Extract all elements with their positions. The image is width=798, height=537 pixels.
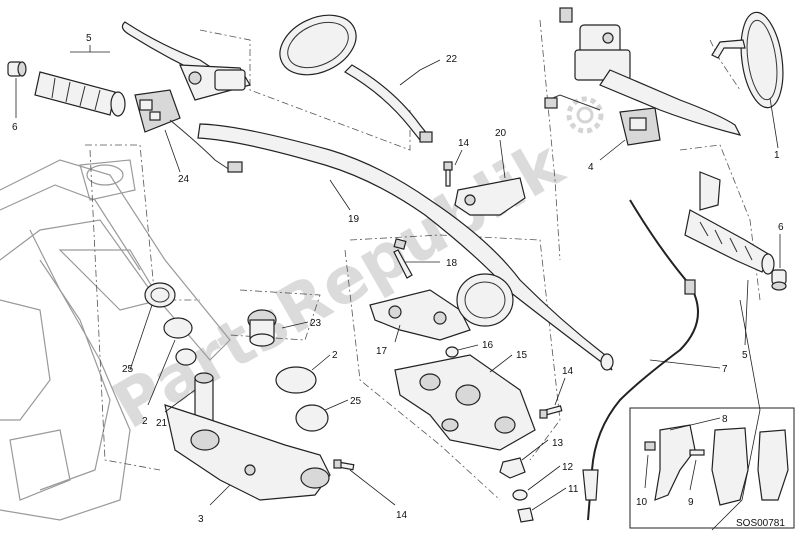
callout-16: 16 [482,340,494,351]
callout-6-left: 6 [12,122,18,133]
callout-7: 7 [722,364,728,375]
steering-head-cap [247,309,277,347]
callout-24: 24 [178,174,190,185]
callout-23: 23 [310,318,322,329]
bar-end-weight-right [771,269,787,291]
washer [445,346,459,358]
reference-code: SOS00781 [736,518,785,529]
riser-bolt [393,238,413,279]
bearing-lower [295,404,329,432]
callout-9: 9 [688,497,694,508]
callout-11: 11 [568,484,579,495]
handlebar-end [600,353,614,371]
clamp-bolt [443,161,453,187]
callout-13: 13 [552,438,564,449]
callout-14-right: 14 [562,366,574,377]
instrument-bracket [369,273,514,341]
callout-14-top: 14 [458,138,470,149]
callout-2-right: 2 [332,350,338,361]
grip-left [34,71,126,117]
mirror-right [711,11,784,109]
callout-14-bottom: 14 [396,510,408,521]
callout-19: 19 [348,214,360,225]
washer-small [512,489,528,501]
callout-17: 17 [376,346,388,357]
brake-master-cylinder [544,7,742,136]
callout-20: 20 [495,128,507,139]
callout-25-left: 25 [122,364,134,375]
switch-left [134,89,243,173]
handlebar-clamp [454,177,526,216]
frame-outline [0,159,231,521]
mirror-left [279,14,433,143]
switch-right [619,107,661,146]
callout-2-left: 2 [142,416,148,427]
steering-nut [499,457,526,479]
nut-small [517,507,534,523]
cable-adjuster [582,469,599,501]
throttle-cable [587,199,699,521]
throttle-grip-right [684,171,775,275]
callouts: 5 6 24 22 1 4 6 5 7 20 14 19 18 17 16 15… [12,33,784,525]
callout-3: 3 [198,514,204,525]
callout-4: 4 [588,162,594,173]
callout-21: 21 [156,418,168,429]
lower-clamp-bolt [333,459,355,471]
bar-end-weight-left [7,61,27,77]
bearing-upper [144,282,176,308]
dust-seal [275,366,317,394]
callout-5-right: 5 [742,350,748,361]
watermark-gear-icon [566,96,604,134]
callout-25-right: 25 [350,396,362,407]
callout-1: 1 [774,150,780,161]
clutch-lever [121,21,251,101]
callout-12: 12 [562,462,574,473]
callout-8: 8 [722,414,728,425]
leader-lines [15,45,781,531]
handlebar [197,123,613,371]
cable-end-fitting [684,279,696,295]
callout-6-right: 6 [778,222,784,233]
callout-15: 15 [516,350,528,361]
callout-18: 18 [446,258,458,269]
lower-triple-clamp [164,372,331,501]
detail-inset [629,407,795,529]
callout-10: 10 [636,497,648,508]
pinch-bolt [539,405,563,419]
callout-5-left: 5 [86,33,92,44]
callout-22: 22 [446,54,458,65]
spacer-ring [175,348,197,366]
seal-ring [163,317,193,339]
upper-triple-clamp [394,354,536,451]
